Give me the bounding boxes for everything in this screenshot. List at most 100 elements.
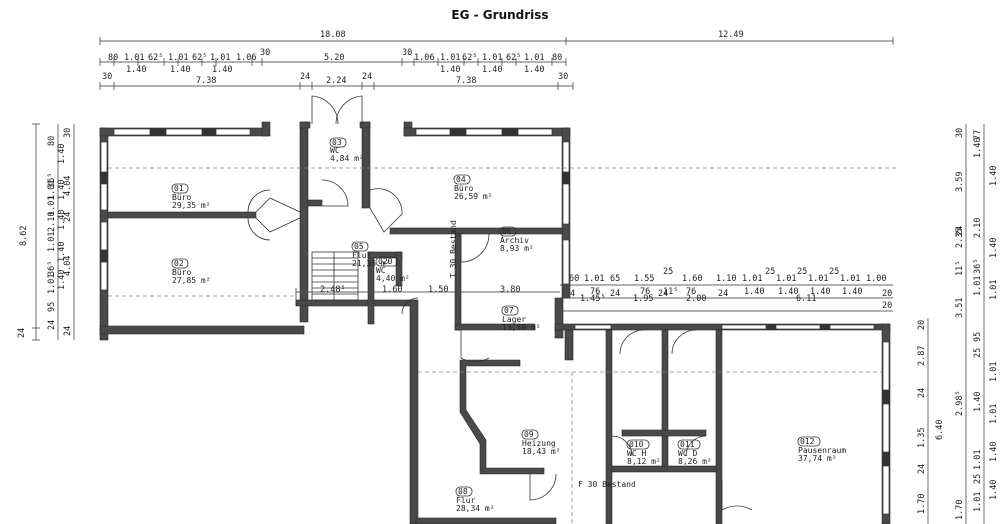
- dim-ro-11: 24: [917, 464, 927, 474]
- dim-r2-5: 7.38: [456, 76, 476, 86]
- dim-lc1-0: 30: [63, 128, 73, 138]
- dim-ro-7: 2.87: [917, 346, 927, 366]
- room-06-name: Archiv: [500, 236, 529, 245]
- dim-flur-0: 2.48⁵: [320, 285, 346, 295]
- dim-rc-10: 1.01: [989, 362, 999, 382]
- dim-rc-1: 1.40: [973, 138, 983, 158]
- dim-ro-6: 20: [917, 320, 927, 330]
- room-010-name: WC H: [627, 449, 646, 458]
- room-010-area: 8,12 m²: [627, 457, 661, 466]
- dim-lc2-1: 1.40: [57, 144, 67, 164]
- dim-m2-2: 76: [640, 287, 650, 297]
- dim-m2-5: 24: [718, 289, 728, 299]
- dim-r1s-2: 1.40: [212, 65, 232, 75]
- dim-rc-12: 1.40: [973, 392, 983, 412]
- dim-m1-8: 25: [765, 267, 775, 277]
- dim-lc2-5: 1.01: [47, 196, 57, 216]
- dim-r1-13: 1.01: [482, 53, 502, 63]
- dim-m2s-7: 1.40: [810, 287, 830, 297]
- room-03-num: 03: [332, 138, 342, 147]
- dim-r1-12: 62⁵: [462, 53, 477, 63]
- room-08-name: Flur: [456, 496, 475, 505]
- room-011: 011 WC D 8,26 m²: [677, 439, 712, 466]
- room-011-name: WC D: [678, 449, 697, 458]
- dim-ro-4: 11⁵: [955, 261, 965, 276]
- dim-m1-11: 1.01: [808, 274, 828, 284]
- dim-rc-7: 1.01: [989, 280, 999, 300]
- dim-r1-3: 1.01: [168, 53, 188, 63]
- dim-rc-0: 77: [973, 130, 983, 140]
- dim-r1-16: 80: [552, 53, 562, 63]
- dim-rc-9: 25: [973, 348, 983, 358]
- dim-lc2-0: 80: [47, 136, 57, 146]
- dim-m2s-6: 1.40: [778, 287, 798, 297]
- room-06-num: 06: [502, 227, 512, 236]
- dim-r2-1: 7.38: [196, 76, 216, 86]
- dim-rc-16: 25: [973, 474, 983, 484]
- dim-r1-6: 1.06: [236, 53, 256, 63]
- dim-rc-17: 1.40: [989, 480, 999, 500]
- room-05: 05 Flur 21,35 m²: [351, 241, 391, 268]
- dim-ro-3: 2.35: [955, 228, 965, 248]
- dim-r1-5: 1.01: [210, 53, 230, 63]
- room-010-num: 010: [629, 440, 644, 449]
- room-04-num: 04: [456, 175, 466, 184]
- dim-lc2-10: 1.01: [47, 274, 57, 294]
- dim-flur-2: 1.50: [428, 285, 448, 295]
- dim-ro-8: 24: [917, 388, 927, 398]
- dim-ro-9: 1.35: [917, 428, 927, 448]
- annotations: T 30 Bestand F 30 Bestand: [449, 220, 636, 489]
- dim-r1-9: 30: [402, 48, 412, 58]
- room-03-area: 4,84 m²: [330, 154, 364, 163]
- dim-m1-6: 1.10: [716, 274, 736, 284]
- dim-r1-15: 1.01: [524, 53, 544, 63]
- dim-r1s-4: 1.40: [482, 65, 502, 75]
- dim-m3-0: 6.11: [796, 294, 816, 304]
- dim-r1s-1: 1.40: [170, 65, 190, 75]
- dim-lc2-4: 1.40: [57, 180, 67, 200]
- dim-m1-0: 60: [569, 274, 579, 284]
- pillars: [100, 128, 890, 466]
- dim-left-bottom: 24: [17, 328, 27, 338]
- dim-lc2s-1: 1.40: [57, 210, 67, 230]
- dim-rc-13: 1.01: [989, 404, 999, 424]
- room-02: 02 Büro 27,85 m²: [171, 258, 211, 285]
- dim-rc-6: 36⁵: [973, 259, 983, 274]
- dim-lc1-3: 4.04: [63, 256, 73, 276]
- dim-m2s-1: 24: [610, 289, 620, 299]
- room-09-num: 09: [524, 430, 534, 439]
- room-09-area: 18,43 m²: [522, 447, 561, 456]
- walls: [99, 121, 891, 524]
- dim-m2s-4: 2.00: [686, 294, 706, 304]
- room-011-num: 011: [680, 440, 695, 449]
- room-08: 08 Flur 28,34 m²: [455, 486, 495, 513]
- stairs: [311, 251, 359, 301]
- dim-r1-14: 62⁵: [506, 53, 521, 63]
- room-01: 01 Büro 29,35 m²: [171, 183, 211, 210]
- dim-r2-6: 30: [558, 72, 568, 82]
- dim-m2s-8: 1.40: [842, 287, 862, 297]
- room-05-name: Flur: [352, 251, 371, 260]
- dim-lc2-2: 1.01: [47, 180, 57, 200]
- room-020-num: 020: [378, 257, 393, 266]
- room-02-area: 27,85 m²: [172, 276, 211, 285]
- dim-flur-3: 3.80: [500, 285, 520, 295]
- windows: [100, 128, 890, 515]
- f30-bestand-note: F 30 Bestand: [578, 480, 636, 489]
- dim-m1-5: 1.60: [682, 274, 702, 284]
- dim-m2s-3: 24: [658, 289, 668, 299]
- mid-dimension-chains: 60 1.01 65 1.55 25 1.60 1.10 1.01 25 1.0…: [296, 267, 893, 312]
- room-07-area: 13,59 m²: [502, 323, 541, 332]
- room-07-num: 07: [504, 306, 514, 315]
- dim-rc-15: 1.01: [973, 450, 983, 470]
- room-08-area: 28,34 m²: [456, 504, 495, 513]
- dim-m2-1: 76: [590, 287, 600, 297]
- dim-m2s-5: 1.40: [744, 287, 764, 297]
- room-07-name: Lager: [502, 315, 526, 324]
- dim-m3-1: 20: [882, 301, 892, 311]
- dim-rc-19: 1.70: [955, 500, 965, 520]
- room-03: 03 WC 4,84 m²: [329, 137, 364, 163]
- dim-lc2-3: 36⁵: [47, 173, 57, 188]
- dim-r1s-5: 1.40: [524, 65, 544, 75]
